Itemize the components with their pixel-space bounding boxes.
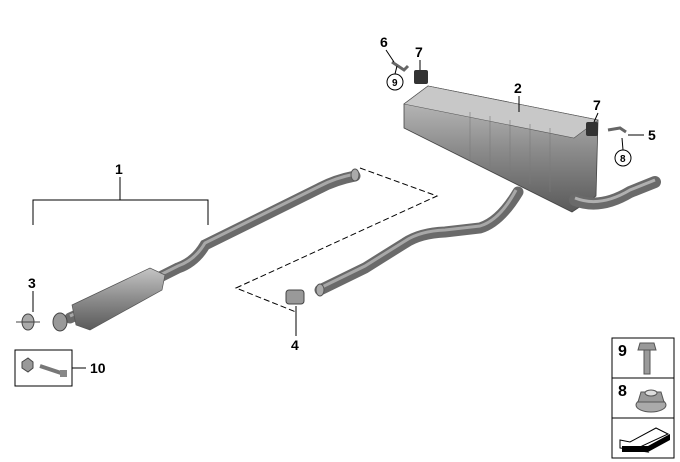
rubber-mount-7b[interactable]: [586, 122, 598, 136]
nut-icon: [635, 389, 667, 413]
direction-arrow-icon: [619, 427, 670, 453]
callout-8-circle: [614, 149, 632, 167]
rear-pipe[interactable]: [314, 186, 524, 297]
legend-number-9: 9: [618, 343, 627, 360]
callout-1: 1: [115, 161, 123, 177]
hanger-5[interactable]: [607, 126, 627, 134]
leader-lines: [32, 49, 644, 369]
callout-9: 9: [392, 78, 398, 89]
callout-5: 5: [648, 127, 656, 143]
callout-7: 7: [415, 44, 423, 60]
rear-muffler[interactable]: [403, 85, 661, 213]
bolt-icon: [637, 342, 657, 375]
assembly-dashed-line: [234, 167, 439, 313]
front-pipe-with-silencer[interactable]: [52, 168, 361, 332]
clamp-4[interactable]: [285, 289, 305, 305]
rubber-mount-7[interactable]: [414, 70, 428, 84]
fastener-legend: 9 8: [611, 337, 675, 459]
part-10-bolt-nut[interactable]: [14, 349, 73, 387]
callout-7b: 7: [593, 97, 601, 113]
callout-8: 8: [620, 154, 626, 165]
legend-number-8: 8: [618, 383, 627, 400]
clamp-3[interactable]: [16, 313, 40, 331]
callout-9-circle: [386, 73, 404, 91]
callout-6: 6: [380, 34, 388, 50]
callout-3: 3: [28, 275, 36, 291]
callout-10: 10: [90, 360, 106, 376]
callout-2: 2: [514, 80, 522, 96]
callout-4: 4: [291, 337, 299, 353]
hanger-6[interactable]: [391, 60, 410, 72]
